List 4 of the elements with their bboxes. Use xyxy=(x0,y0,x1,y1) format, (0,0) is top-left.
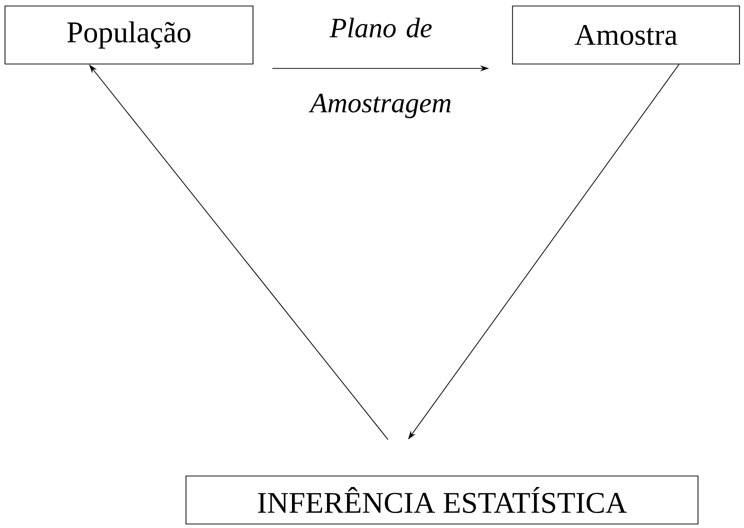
edge-label: Plano de Amostragem xyxy=(308,18,451,118)
process-box: População xyxy=(4,6,254,64)
process-box: INFERÊNCIA ESTATÍSTICA xyxy=(186,476,698,524)
process-box: Amostra xyxy=(512,6,740,64)
